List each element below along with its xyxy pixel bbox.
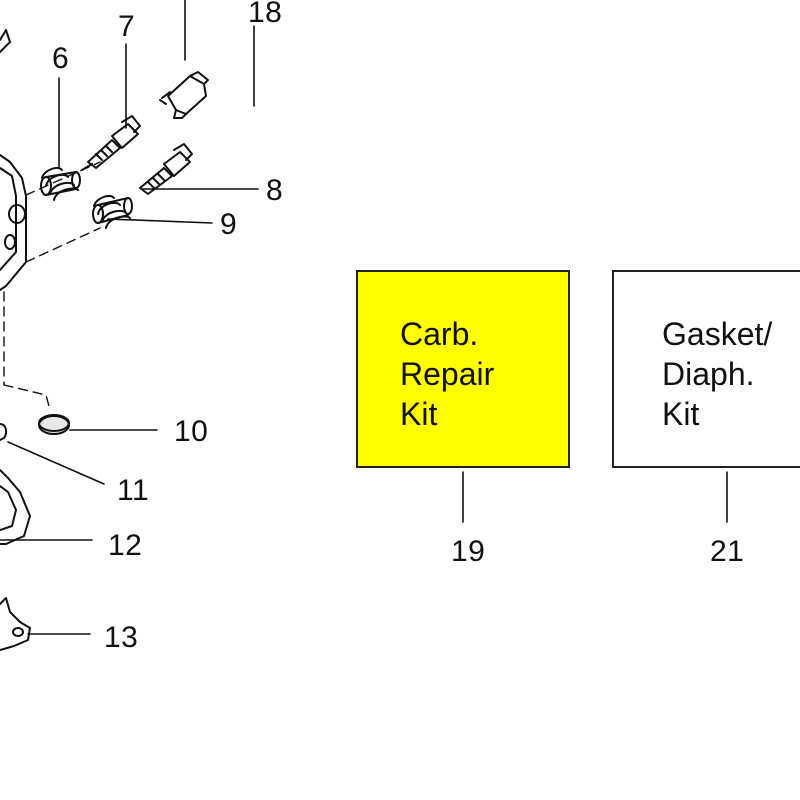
kit-label-line: Carb. <box>400 316 479 352</box>
callout-8: 8 <box>266 174 284 207</box>
dashed-axis-lines <box>3 161 101 411</box>
gasket-part-12 <box>0 469 31 545</box>
fitting-part-18 <box>159 71 209 119</box>
carb-repair-kit-label: Carb. Repair Kit <box>400 314 494 434</box>
callout-13: 13 <box>104 621 139 654</box>
kit-label-line: Kit <box>400 396 438 432</box>
kit-label-line: Gasket/ <box>662 316 773 352</box>
washer-part-11 <box>0 423 8 441</box>
carb-repair-kit-box[interactable]: Carb. Repair Kit <box>356 270 570 468</box>
callout-9: 9 <box>220 208 238 241</box>
callout-10: 10 <box>174 415 209 448</box>
kit-label-line: Kit <box>662 396 700 432</box>
filter-disc-part-10 <box>38 414 70 435</box>
spring-part-9 <box>92 195 133 229</box>
callout-19: 19 <box>451 535 486 568</box>
callout-7: 7 <box>118 10 136 43</box>
needle-screw-part-7 <box>81 115 141 171</box>
callout-21: 21 <box>710 535 745 568</box>
callout-6: 6 <box>52 42 70 75</box>
callout-12: 12 <box>108 529 143 562</box>
kit-label-line: Repair <box>400 356 495 392</box>
callout-18: 18 <box>248 0 283 29</box>
kit-label-line: Diaph. <box>662 356 755 392</box>
callout-11: 11 <box>117 474 150 507</box>
needle-screw-part-8 <box>139 143 193 195</box>
gasket-diaph-kit-box[interactable]: Gasket/ Diaph. Kit <box>612 270 800 468</box>
diaphragm-part-13 <box>0 597 31 651</box>
gasket-diaph-kit-label: Gasket/ Diaph. Kit <box>662 314 772 434</box>
spring-part-6 <box>40 167 81 201</box>
carburetor-body <box>0 29 27 291</box>
